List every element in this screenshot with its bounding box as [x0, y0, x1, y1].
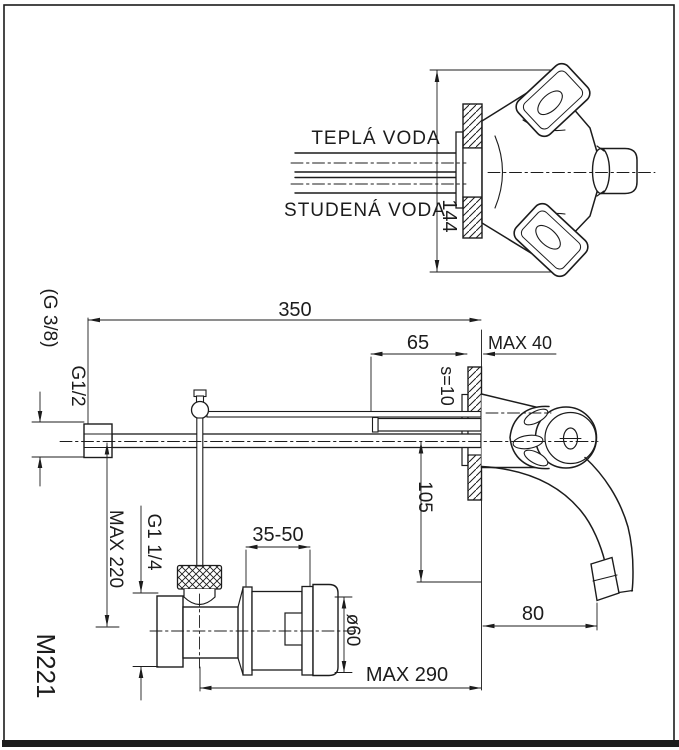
- dim-80-text: 80: [522, 603, 544, 625]
- dim-g12-lines: [31, 391, 85, 487]
- dim-105-text: 105: [414, 481, 435, 513]
- knob-grip: [509, 405, 550, 470]
- front-centerlines: [290, 162, 656, 185]
- dim-350-text: 350: [278, 299, 311, 321]
- drain-inlet-cylinder: [156, 595, 184, 668]
- inlet-pipe: [111, 433, 482, 449]
- side-view: 350 65 MAX 40 s=10 (G 3/8) G1/2 MAX 220 …: [31, 288, 634, 701]
- dim-65-lines: [370, 351, 468, 418]
- dim-g114-lines: [132, 505, 159, 701]
- thread-g114-text: G1 1/4: [143, 513, 164, 570]
- lift-rod-horizontal: [206, 410, 482, 418]
- inlet-assembly: [83, 389, 482, 567]
- dim-3550-lines: [245, 544, 311, 587]
- dim-o60-text: ø60: [342, 614, 363, 647]
- drain-body: [182, 606, 239, 659]
- aerator: [590, 556, 620, 602]
- drain-assembly: [156, 564, 339, 677]
- front-view: TEPLÁ VODA STUDENÁ VODA 144: [284, 62, 656, 278]
- model-number: M221: [31, 633, 61, 698]
- hot-handle: [515, 62, 591, 138]
- spout-front: [591, 145, 638, 197]
- dim-65-text: 65: [407, 332, 429, 354]
- dim-max220-text: MAX 220: [105, 510, 126, 588]
- wall-side: [461, 329, 483, 691]
- dim-max40-text: MAX 40: [488, 333, 552, 353]
- sheet-frame: [2, 4, 679, 747]
- dim-80-lines: [482, 602, 598, 631]
- thread-g38-text: (G 3/8): [39, 288, 60, 347]
- mixer-body-side: [480, 393, 598, 470]
- second-inlet-stub: [377, 417, 482, 432]
- dim-max40-lines: [483, 351, 557, 357]
- cold-water-label: STUDENÁ VODA: [284, 200, 446, 221]
- dim-350-lines: [87, 317, 482, 425]
- side-centerlines: [59, 412, 599, 669]
- dim-s10-text: s=10: [437, 366, 457, 406]
- dim-max290-text: MAX 290: [366, 664, 448, 686]
- dim-3550-text: 35-50: [252, 524, 303, 546]
- dim-max290-lines: [199, 666, 482, 692]
- dim-144-lines: [429, 69, 557, 273]
- rod-ball-joint: [190, 389, 210, 420]
- supply-pipes: [294, 152, 464, 194]
- spout-side: [480, 456, 634, 602]
- knob-petals: [512, 408, 549, 467]
- hot-water-label: TEPLÁ VODA: [311, 128, 440, 149]
- dim-144-text: 144: [438, 199, 460, 232]
- thread-g12-text: G1/2: [67, 365, 88, 406]
- drain-end-cap: [312, 583, 339, 677]
- cold-handle: [513, 202, 589, 278]
- dim-o60-lines: [334, 596, 353, 673]
- dim-105-lines: [416, 441, 482, 583]
- lift-rod-vertical: [196, 417, 204, 567]
- dim-max220-lines: [95, 442, 120, 628]
- knurled-nut: [176, 564, 223, 590]
